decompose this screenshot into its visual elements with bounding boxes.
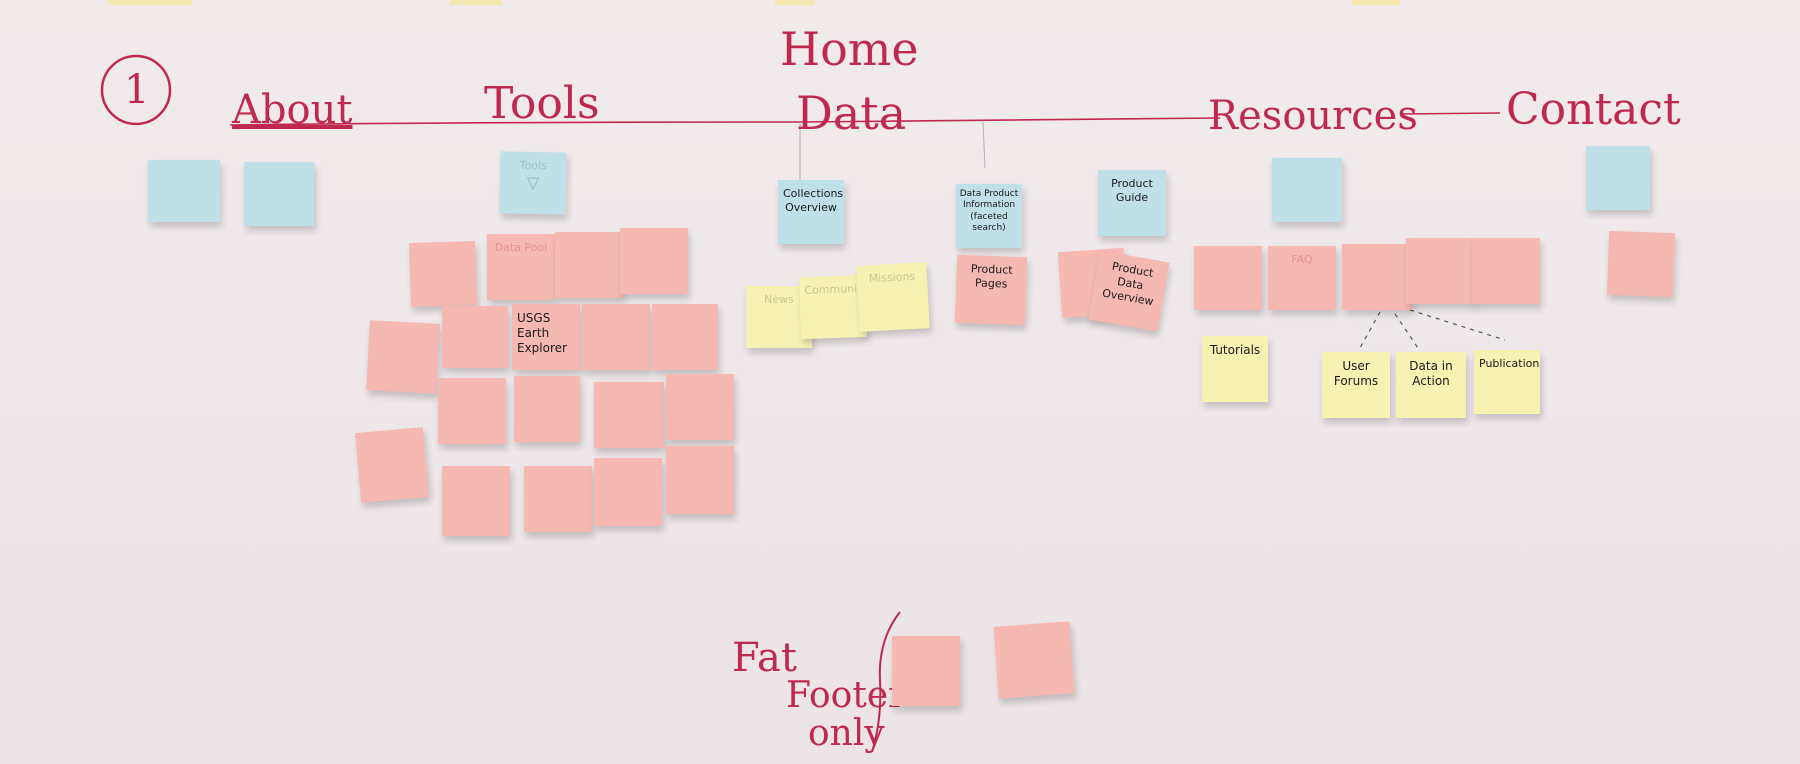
sticky-note	[1472, 238, 1540, 304]
sticky-note	[244, 162, 314, 226]
connector-line	[982, 121, 986, 169]
footer-label-fat: Fat	[732, 635, 797, 681]
sticky-note-user-forums: User Forums	[1322, 352, 1390, 418]
sticky-note-product-pages: Product Pages	[954, 254, 1028, 326]
sticky-note-faq: FAQ	[1268, 246, 1336, 310]
sticky-note	[620, 228, 688, 294]
sticky-note-data-product-information: Data Product Information (faceted search…	[956, 184, 1022, 248]
tape-strip	[1352, 0, 1400, 5]
dashed-connector	[1394, 313, 1419, 349]
sticky-note	[524, 466, 592, 532]
note-label: News	[764, 293, 794, 306]
note-label: Product Pages	[970, 262, 1013, 291]
step-number: 1	[124, 67, 150, 113]
sticky-note	[442, 466, 510, 536]
note-label: Publications	[1479, 357, 1540, 370]
sticky-note	[666, 374, 734, 440]
sticky-note-usgs-earth-explorer: USGS Earth Explorer	[512, 304, 580, 370]
sticky-note	[1342, 244, 1412, 310]
note-label: Missions	[868, 269, 916, 286]
sticky-note-product-guide: Product Guide	[1098, 170, 1166, 236]
tape-strip	[108, 0, 192, 5]
sticky-note	[1272, 158, 1342, 222]
nav-label-data: Data	[796, 86, 907, 140]
footer-brace	[871, 611, 901, 753]
footer-label-footer: Footer	[786, 675, 906, 716]
dashed-connector	[1359, 311, 1381, 349]
sticky-note	[366, 320, 440, 394]
sticky-note-collections-overview: Collections Overview	[778, 180, 844, 244]
nav-label-contact: Contact	[1506, 84, 1681, 135]
tape-strip	[775, 0, 815, 5]
sticky-note	[148, 160, 220, 222]
nav-label-home: Home	[780, 22, 919, 76]
note-label: Data Pool	[494, 241, 548, 254]
sticky-note	[438, 378, 506, 444]
sticky-note	[555, 232, 623, 298]
sticky-note	[594, 458, 662, 526]
sticky-note	[355, 427, 429, 503]
sticky-note	[1406, 238, 1474, 304]
sticky-note-tools: Tools ▽	[499, 151, 567, 215]
note-label: FAQ	[1291, 253, 1313, 266]
note-label: User Forums	[1333, 359, 1379, 388]
sticky-note	[666, 446, 734, 514]
sticky-note	[652, 304, 718, 370]
note-label: USGS Earth Explorer	[517, 311, 567, 355]
sticky-note-product-data-overview: Product Data Overview	[1088, 250, 1170, 332]
note-label: Product Data Overview	[1101, 259, 1155, 308]
nav-label-resources: Resources	[1208, 93, 1418, 139]
sticky-note-missions: Missions	[856, 262, 930, 332]
sticky-note	[442, 306, 508, 368]
sticky-note	[993, 621, 1075, 699]
nav-label-about: About	[232, 87, 353, 133]
sticky-note	[408, 240, 478, 308]
nav-line-right	[1399, 112, 1501, 115]
note-label: Community	[804, 281, 868, 297]
nav-line-left	[229, 117, 1221, 126]
triangle-icon: ▽	[526, 172, 540, 192]
sticky-note-tutorials: Tutorials	[1202, 336, 1268, 402]
sticky-note	[892, 636, 960, 706]
sticky-note	[1606, 230, 1676, 298]
sticky-note-data-pool: Data Pool	[487, 234, 555, 300]
sticky-note	[582, 304, 650, 370]
note-label: Collections Overview	[783, 187, 844, 214]
sticky-note	[514, 376, 580, 442]
tape-strip	[450, 0, 502, 5]
note-label: Data Product Information (faceted search…	[959, 189, 1019, 233]
sticky-note	[1586, 146, 1650, 210]
sticky-note	[1194, 246, 1262, 310]
sticky-note-publications: Publications	[1474, 350, 1540, 414]
dashed-connector	[1409, 309, 1506, 341]
footer-label-only: only	[808, 713, 885, 754]
nav-label-tools: Tools	[484, 78, 600, 129]
sticky-note	[594, 382, 664, 448]
note-label: Data in Action	[1409, 359, 1453, 388]
sticky-note-data-in-action: Data in Action	[1396, 352, 1466, 418]
note-label: Tools	[519, 158, 547, 173]
note-label: Product Guide	[1111, 177, 1153, 204]
note-label: Tutorials	[1209, 343, 1261, 357]
step-circle	[100, 54, 172, 126]
